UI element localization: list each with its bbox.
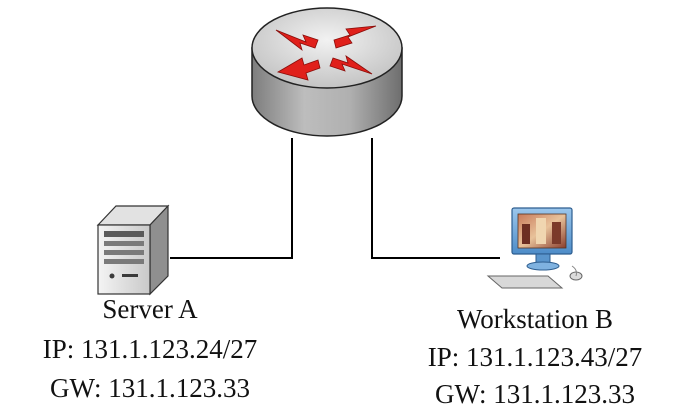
router-icon: [251, 7, 403, 137]
workstation-ip-label: IP: 131.1.123.43/27: [427, 342, 643, 372]
link-router-server: [170, 138, 293, 259]
server-gateway-label: GW: 131.1.123.33: [50, 373, 250, 403]
server-name-label: Server A: [102, 294, 198, 324]
server-ip-label: IP: 131.1.123.24/27: [42, 334, 258, 364]
link-router-workstation: [371, 138, 500, 259]
server-icon: [96, 204, 170, 296]
workstation-gateway-label: GW: 131.1.123.33: [435, 379, 635, 409]
workstation-name-label: Workstation B: [456, 304, 614, 334]
workstation-icon: [486, 207, 583, 289]
